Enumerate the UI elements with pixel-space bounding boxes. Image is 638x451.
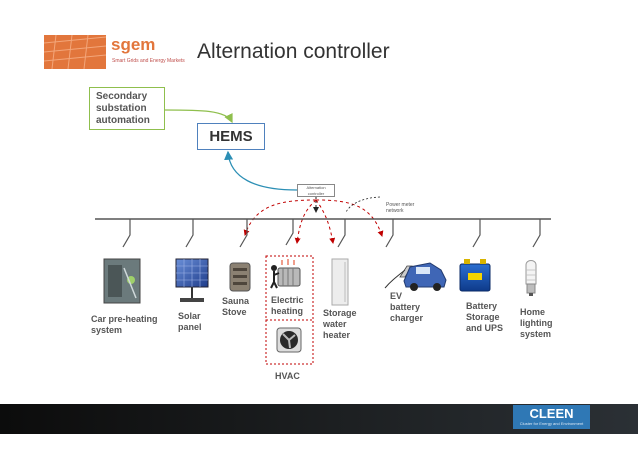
- storage-line-3: heater: [323, 330, 351, 340]
- secondary-to-hems-arrow: [164, 109, 233, 124]
- label-home-lighting: Home lighting system: [520, 307, 553, 340]
- label-solar-panel: Solar panel: [178, 311, 202, 333]
- secondary-substation-box: Secondary substation automation: [89, 87, 165, 130]
- power-meter-arrow: [345, 196, 381, 213]
- secondary-line-3: automation: [96, 115, 150, 126]
- switch-drops: [122, 219, 541, 248]
- sgem-tagline: Smart Grids and Energy Markets: [112, 58, 185, 64]
- hvac-fan-icon: [276, 327, 302, 353]
- ev-line-3: charger: [390, 313, 424, 323]
- power-meter-label: Power meter network: [386, 202, 414, 214]
- label-battery-storage: Battery Storage and UPS: [466, 301, 503, 334]
- label-car-preheating: Car pre-heating system: [91, 314, 158, 336]
- home-line-1: Home: [520, 307, 546, 317]
- controller-to-hems-arrow: [224, 150, 298, 191]
- sgem-logo-solar-icon: [43, 34, 107, 70]
- alternation-line-2: controller: [307, 191, 325, 196]
- electric-line-1: Electric: [271, 295, 304, 305]
- battery-line-2: Storage: [466, 312, 500, 322]
- label-hvac: HVAC: [275, 371, 300, 381]
- solar-panel-icon: [175, 258, 209, 302]
- car-preheating-icon: [103, 258, 141, 304]
- hvac-group-box: [265, 319, 314, 365]
- cleen-logo-text: CLEEN: [529, 406, 574, 421]
- storage-line-2: water: [323, 319, 347, 329]
- ev-line-2: battery: [390, 302, 421, 312]
- electric-heating-icon: [270, 259, 301, 289]
- alternation-line-1: Alternation: [306, 185, 326, 190]
- battery-line-3: and UPS: [466, 323, 504, 333]
- solar-line-1: Solar: [178, 311, 201, 321]
- power-meter-line-1: Power meter: [386, 202, 415, 208]
- electric-line-2: heating: [271, 306, 304, 316]
- storage-line-1: Storage: [323, 308, 357, 318]
- ev-charger-icon: [384, 262, 447, 291]
- home-line-2: lighting: [520, 318, 553, 328]
- battery-storage-icon: [459, 259, 491, 292]
- label-storage-water-heater: Storage water heater: [323, 308, 357, 341]
- ev-line-1: EV: [390, 291, 403, 301]
- power-meter-line-2: network: [386, 208, 404, 214]
- battery-line-1: Battery: [466, 301, 498, 311]
- sauna-line-1: Sauna: [222, 296, 250, 306]
- alternation-controller-box: Alternation controller: [297, 184, 335, 197]
- car-line-2: system: [91, 325, 123, 335]
- storage-water-heater-icon: [331, 258, 349, 306]
- cleen-tagline: Cluster for Energy and Environment: [519, 421, 584, 426]
- electric-heating-group-box: [265, 255, 314, 321]
- sauna-stove-icon: [229, 262, 251, 292]
- page-title: Alternation controller: [197, 40, 390, 63]
- secondary-line-2: substation: [96, 103, 147, 114]
- secondary-line-1: Secondary: [96, 91, 148, 102]
- hems-box: HEMS: [197, 123, 265, 150]
- solar-line-2: panel: [178, 322, 202, 332]
- label-electric-heating: Electric heating: [271, 295, 304, 317]
- sauna-line-2: Stove: [222, 307, 247, 317]
- label-ev-charger: EV battery charger: [390, 291, 423, 324]
- car-line-1: Car pre-heating: [91, 314, 158, 324]
- sgem-logo-text: sgem: [111, 35, 156, 54]
- home-line-3: system: [520, 329, 552, 339]
- control-signal-arcs: [243, 199, 384, 244]
- cleen-logo: [513, 405, 590, 429]
- label-sauna-stove: Sauna Stove: [222, 296, 249, 318]
- home-lighting-icon: [525, 260, 537, 296]
